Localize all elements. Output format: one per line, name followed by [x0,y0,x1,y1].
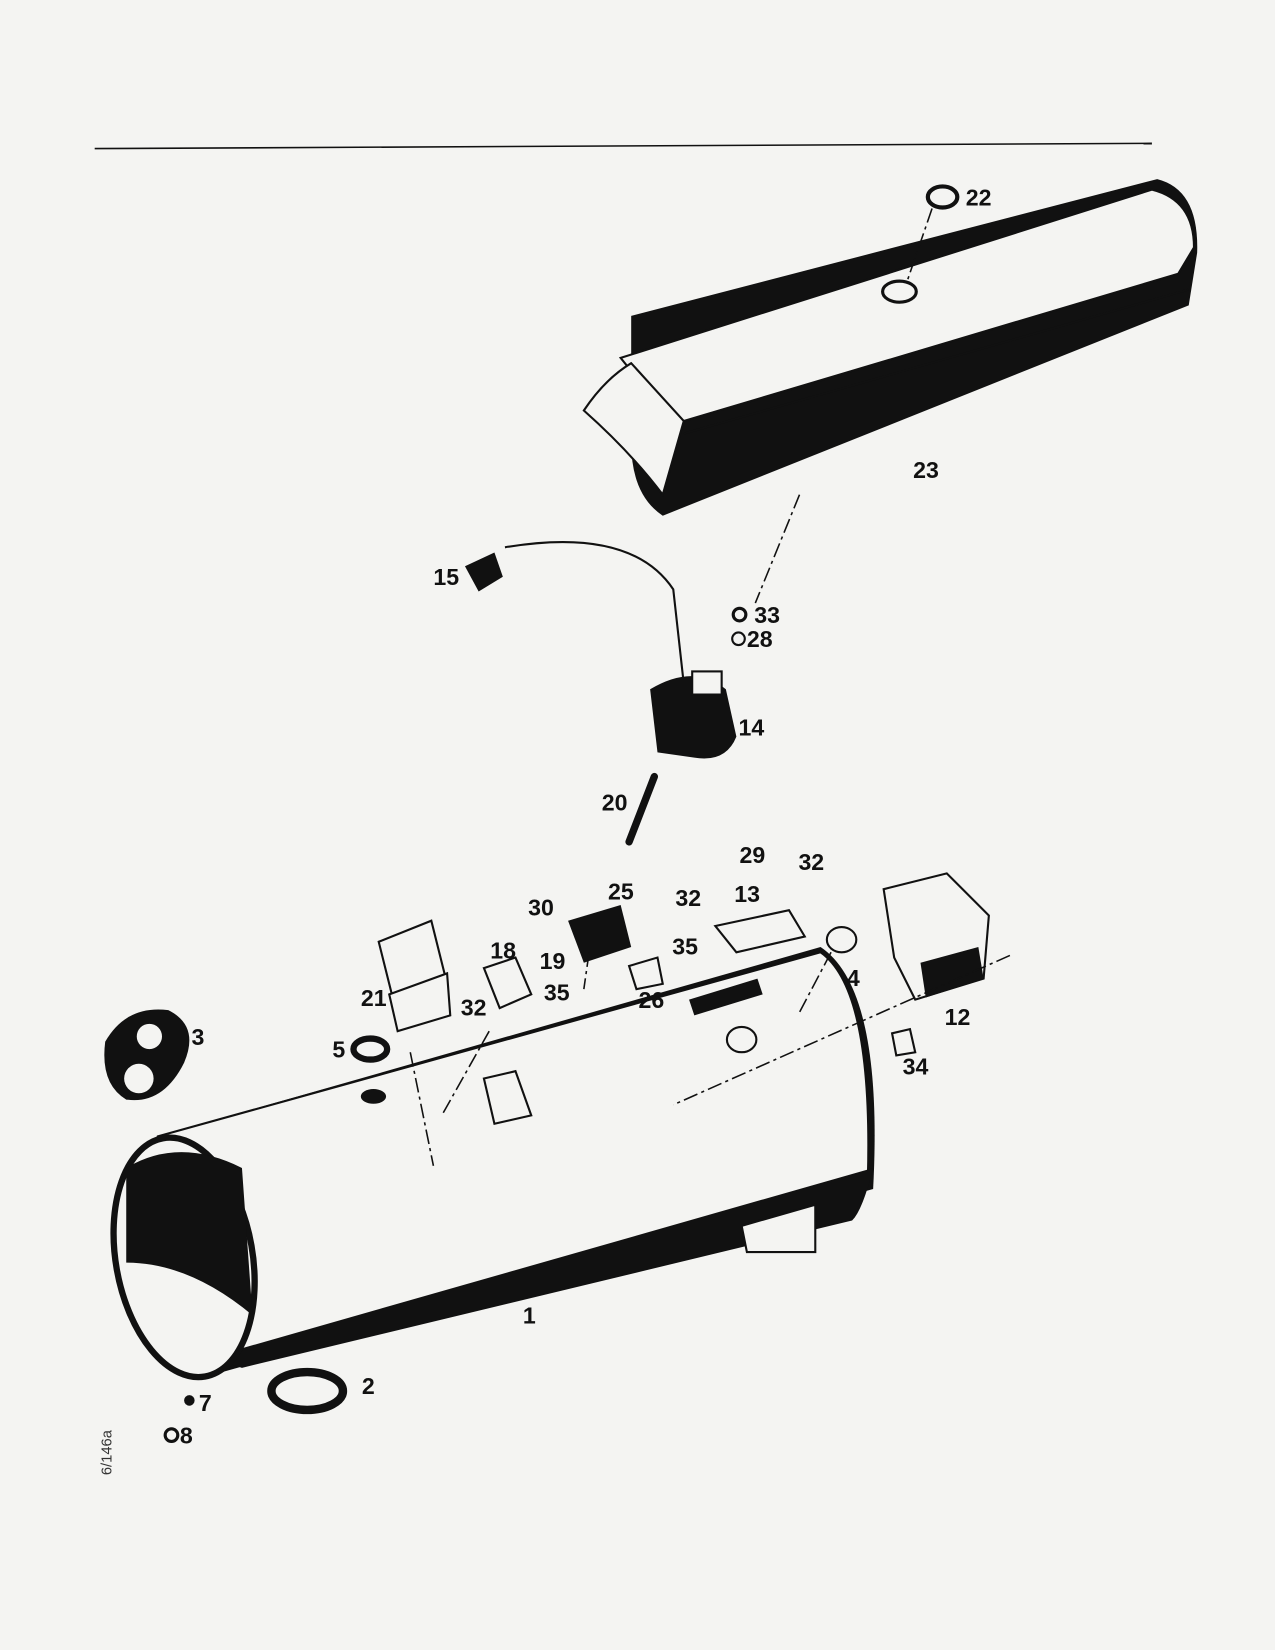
document-code: 6/146a [100,1429,116,1475]
part-label-34: 34 [903,1053,929,1079]
pin-part-20 [625,772,659,846]
part-label-15: 15 [433,564,459,590]
grommet-part-5 [350,1035,391,1063]
ring-part-2 [267,1367,348,1415]
part-label-25: 25 [608,879,634,905]
washer-part-4 [825,925,858,954]
part-label-19: 19 [540,948,566,974]
part-label-3: 3 [191,1024,204,1050]
part-label-28: 28 [747,626,773,652]
housing-part-1 [110,947,875,1381]
part-label-33: 33 [754,602,780,628]
coil-part-14 [650,670,737,759]
part-label-7: 7 [199,1390,212,1416]
block-part-19 [568,904,632,963]
part-label-23: 23 [913,457,939,483]
rectifier-part-13 [713,909,807,954]
part-label-32: 32 [798,849,824,875]
part-label-4: 4 [847,965,860,991]
part-label-14: 14 [738,715,764,741]
washer-part-8 [163,1427,180,1444]
part-label-5: 5 [332,1036,345,1062]
part-label-13: 13 [734,881,760,907]
cover-part-23 [582,179,1198,516]
part-label-32: 32 [675,885,701,911]
part-label-18: 18 [490,938,516,964]
nut-part-7 [184,1395,195,1406]
part-label-32: 32 [461,994,487,1020]
part-label-35: 35 [544,980,570,1006]
part-label-30: 30 [528,894,554,920]
part-label-22: 22 [966,184,992,210]
part-label-1: 1 [523,1303,536,1329]
part-label-29: 29 [740,842,766,868]
part-label-26: 26 [639,987,665,1013]
header-rule [94,142,1152,150]
part-label-21: 21 [361,985,387,1011]
relay-part-21 [377,919,452,1033]
knob-part-22 [925,184,960,210]
sleeve-part-26 [627,956,664,991]
terminal-part-18 [482,956,533,1010]
gasket-part-3 [104,1009,190,1101]
box-part-12 [882,872,990,1001]
connector-part-15 [464,552,503,592]
part-label-2: 2 [362,1373,375,1399]
part-label-12: 12 [945,1004,971,1030]
sleeve-part-34 [890,1027,917,1057]
part-label-35: 35 [672,933,698,959]
part-label-8: 8 [180,1423,193,1449]
part-label-20: 20 [602,789,628,815]
